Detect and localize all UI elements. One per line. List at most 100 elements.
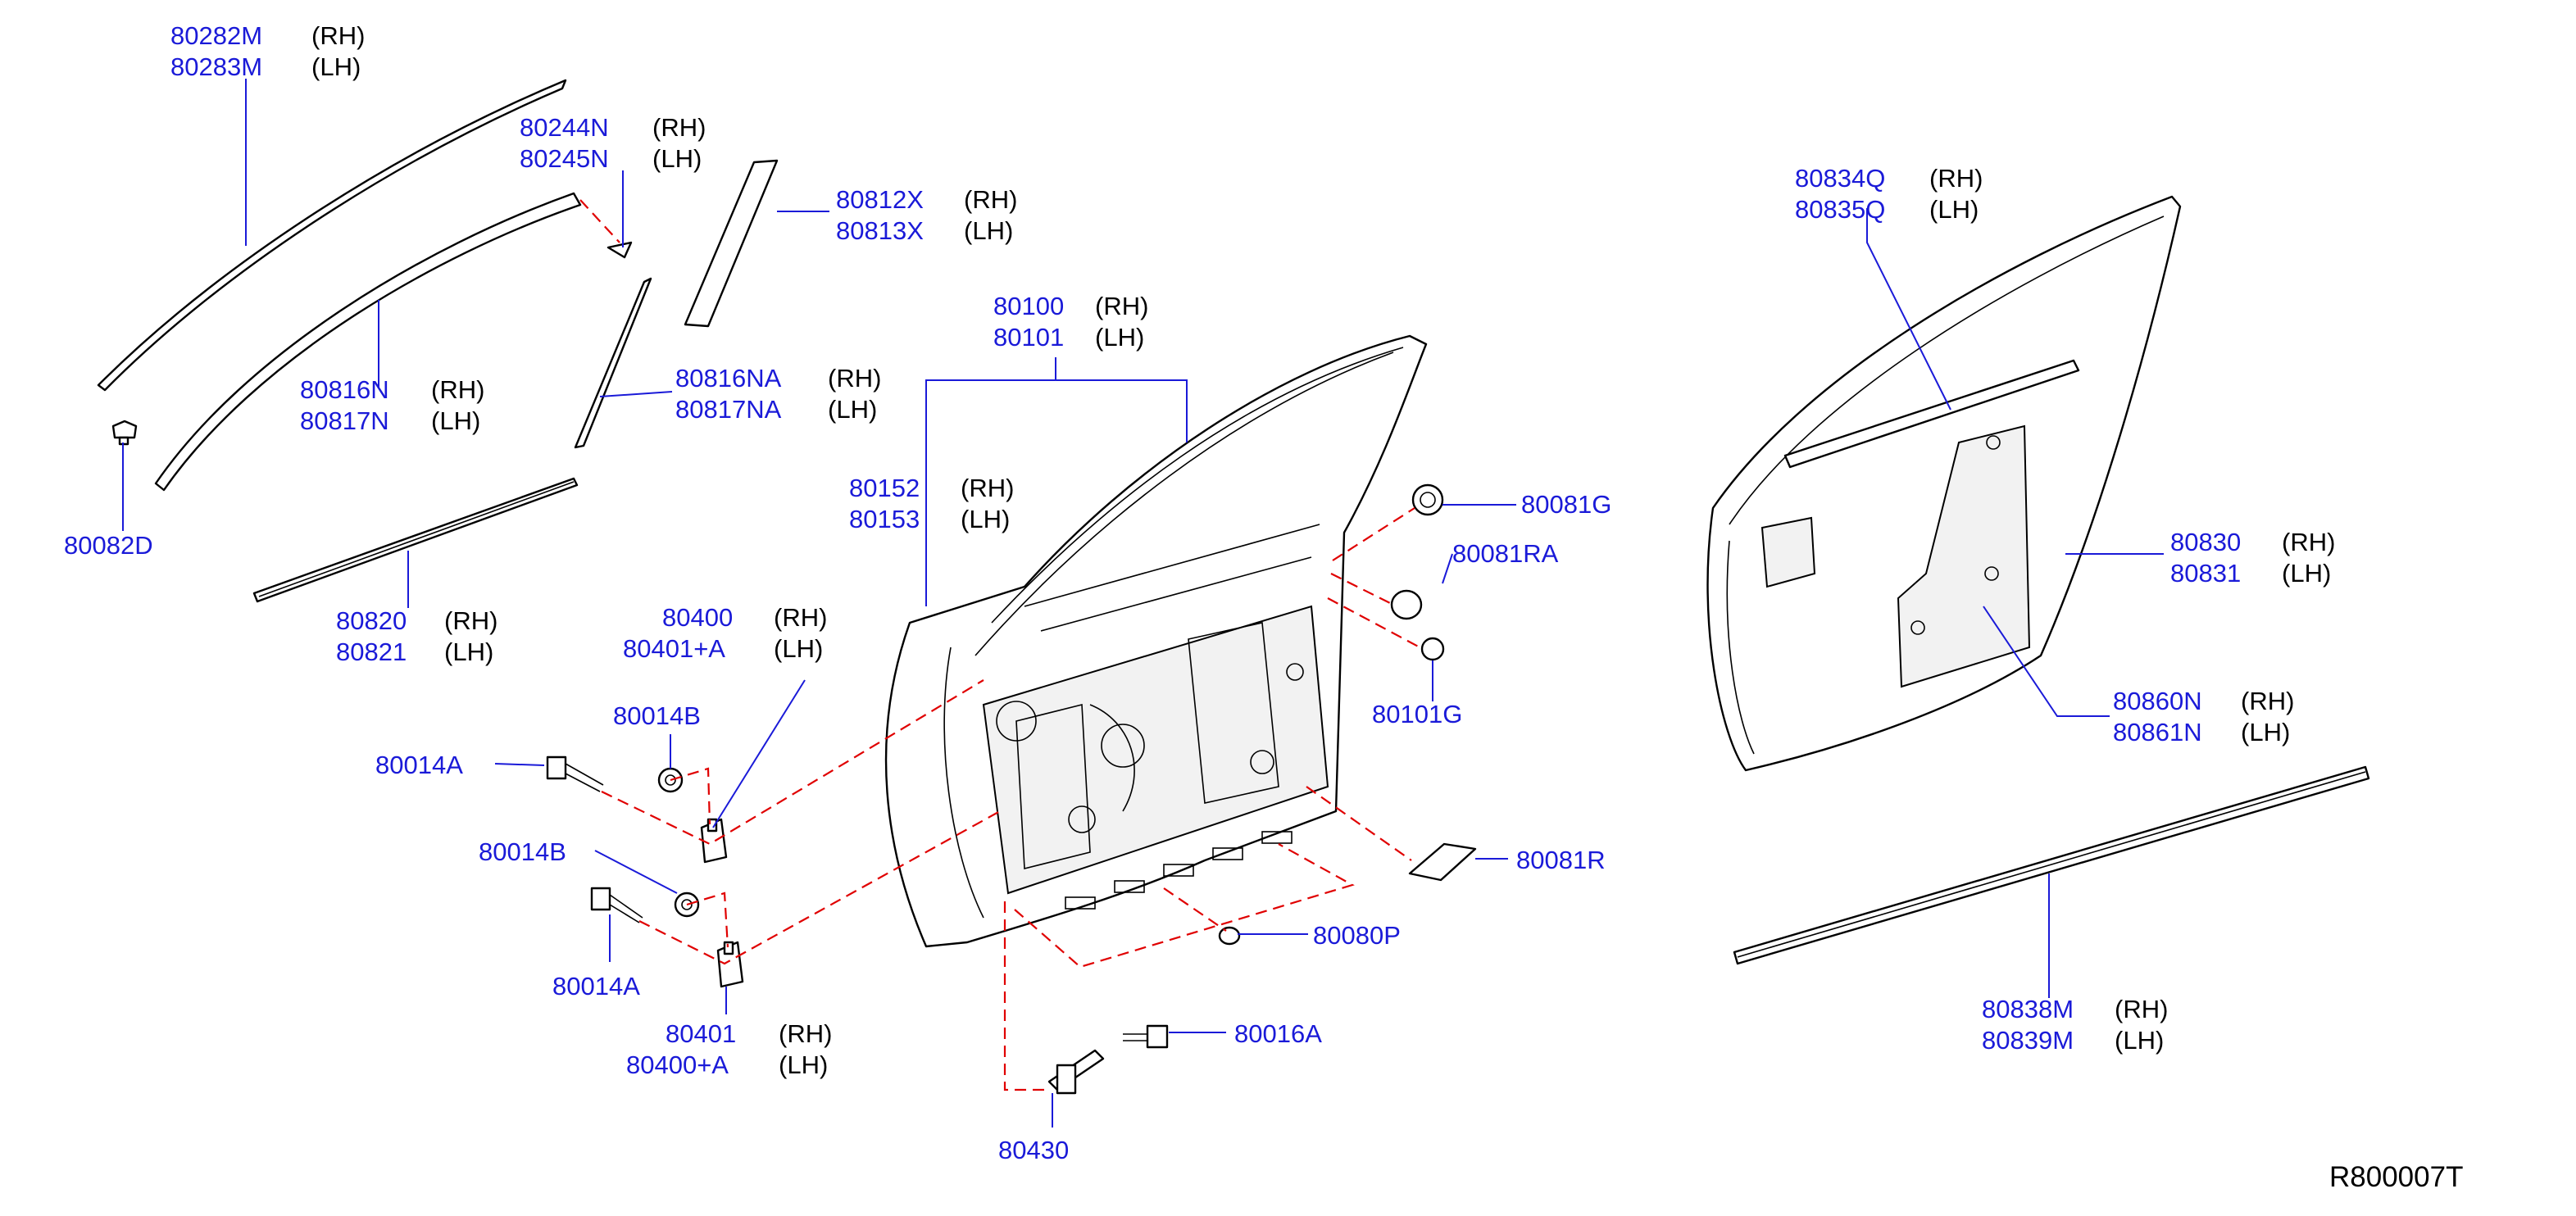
part-number: 80816N [300, 375, 389, 404]
side-label: (RH) [1929, 164, 1983, 193]
part-number: 80839M [1982, 1026, 2074, 1055]
callout-80430: 80430 [998, 1136, 1069, 1164]
part-drawings [97, 79, 2370, 1095]
part-number: 80813X [836, 216, 924, 245]
part-number: 80081R [1516, 846, 1606, 874]
part-number: 80101G [1372, 700, 1462, 728]
side-label: (LH) [774, 634, 823, 663]
door-weatherstrip [1706, 195, 2182, 772]
side-label: (RH) [828, 364, 881, 392]
part-number: 80283M [170, 52, 262, 81]
callout-80081G: 80081G [1521, 490, 1611, 519]
part-number: 80821 [336, 637, 407, 666]
callout-80080P: 80080P [1313, 921, 1401, 950]
side-label: (LH) [431, 406, 480, 435]
callout-80812X: 80812X (RH) 80813X (LH) [836, 185, 1017, 245]
part-number: 80101 [993, 323, 1064, 352]
side-label: (RH) [774, 603, 827, 632]
callout-80014A-upper: 80014A [375, 751, 463, 779]
callout-80816NA: 80816NA (RH) 80817NA (LH) [675, 364, 881, 424]
side-label: (LH) [2282, 559, 2331, 588]
part-number: 80282M [170, 21, 262, 50]
callout-80082D: 80082D [64, 531, 153, 560]
part-number: 80014B [479, 837, 566, 866]
side-label: (LH) [652, 144, 702, 173]
side-label: (LH) [2241, 718, 2290, 746]
side-label: (RH) [2115, 995, 2168, 1023]
side-label: (LH) [311, 52, 361, 81]
part-number: 80816NA [675, 364, 782, 392]
part-number: 80152 [849, 474, 920, 502]
callout-80014B-upper: 80014B [613, 701, 701, 730]
callout-80830: 80830 (RH) 80831 (LH) [2170, 528, 2335, 588]
side-label: (LH) [2115, 1026, 2164, 1055]
part-number: 80838M [1982, 995, 2074, 1023]
molding-clip [111, 420, 138, 446]
part-number: 80245N [520, 144, 609, 173]
side-label: (RH) [444, 606, 497, 635]
part-number: 80830 [2170, 528, 2241, 556]
side-label: (RH) [1095, 292, 1148, 320]
side-label: (RH) [652, 113, 706, 142]
check-link-bolt [1123, 1024, 1169, 1049]
hole-cover [1390, 589, 1423, 620]
callout-80834Q: 80834Q (RH) 80835Q (LH) [1795, 164, 1983, 224]
part-number: 80835Q [1795, 195, 1885, 224]
part-number: 80016A [1234, 1019, 1322, 1048]
part-number: 80014A [552, 972, 640, 1000]
side-label: (RH) [2282, 528, 2335, 556]
roof-drip-molding [97, 79, 567, 392]
part-number: 80820 [336, 606, 407, 635]
diagram-reference-code: R800007T [2329, 1161, 2463, 1193]
callout-80081RA: 80081RA [1452, 539, 1559, 568]
lower-door-hinge [716, 941, 744, 988]
part-number: 80082D [64, 531, 153, 560]
callout-80244N: 80244N (RH) 80245N (LH) [520, 113, 706, 173]
callout-80816N: 80816N (RH) 80817N (LH) [300, 375, 484, 435]
callout-labels: 80282M (RH) 80283M (LH) 80244N (RH) 8024… [64, 21, 2463, 1193]
callout-80081R: 80081R [1516, 846, 1606, 874]
window-inner-seal [1783, 359, 2080, 469]
hinge-bolt-upper [546, 755, 604, 792]
part-number: 80812X [836, 185, 924, 214]
part-number: 80831 [2170, 559, 2241, 588]
part-number: 80817NA [675, 395, 782, 424]
sash-molding [574, 277, 652, 449]
part-number: 80081RA [1452, 539, 1559, 568]
side-label: (RH) [964, 185, 1017, 214]
part-number: 80861N [2113, 718, 2202, 746]
drain-hole-plug [1218, 926, 1241, 946]
part-number: 80014A [375, 751, 463, 779]
sealing-patch [1408, 842, 1477, 882]
side-label: (RH) [431, 375, 484, 404]
side-label: (LH) [779, 1050, 828, 1079]
door-sealing-screen [1760, 424, 2031, 688]
callout-80400: 80400 (RH) 80401+A (LH) [623, 603, 827, 663]
part-number: 80244N [520, 113, 609, 142]
grommet [1411, 483, 1444, 516]
callout-80838M: 80838M (RH) 80839M (LH) [1982, 995, 2168, 1055]
cap [1420, 637, 1445, 661]
door-upper-molding [154, 192, 582, 492]
side-label: (LH) [1929, 195, 1979, 224]
side-label: (LH) [964, 216, 1013, 245]
side-label: (RH) [2241, 687, 2294, 715]
callout-80282M: 80282M (RH) 80283M (LH) [170, 21, 365, 81]
front-door-panel [884, 334, 1428, 948]
part-number: 80100 [993, 292, 1064, 320]
upper-door-hinge [700, 818, 728, 864]
part-number: 80430 [998, 1136, 1069, 1164]
side-label: (LH) [828, 395, 877, 424]
callout-80100: 80100 (RH) 80101 (LH) [993, 292, 1148, 352]
door-check-link [1047, 1049, 1105, 1095]
part-number: 80817N [300, 406, 389, 435]
molding-end-clip [607, 241, 633, 259]
part-number: 80834Q [1795, 164, 1885, 193]
hinge-bolt-lower [590, 887, 643, 923]
callout-80014A-lower: 80014A [552, 972, 640, 1000]
part-number: 80860N [2113, 687, 2202, 715]
part-number: 80400+A [626, 1050, 729, 1079]
side-label: (LH) [961, 505, 1010, 533]
part-number: 80400 [662, 603, 733, 632]
